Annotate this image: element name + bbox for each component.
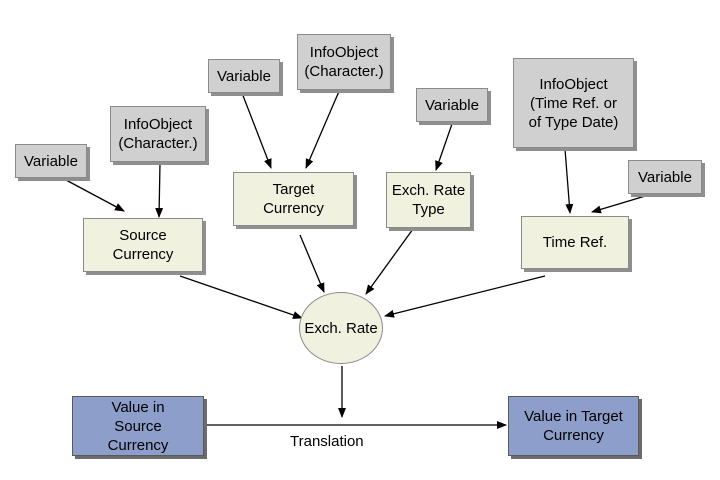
arrow-infoobject-to-source xyxy=(155,162,164,218)
infoobject-time-box: InfoObject (Time Ref. or of Type Date) xyxy=(513,58,634,148)
arrow-variable-to-target xyxy=(241,92,272,169)
arrow-infoobject-to-timeref xyxy=(564,148,574,214)
arrow-target-to-rate xyxy=(299,234,325,293)
variable-source-box: Variable xyxy=(15,144,87,178)
arrow-ratetype-to-rate xyxy=(365,228,414,295)
translation-label: Translation xyxy=(290,433,364,450)
value-source-box: Value in Source Currency xyxy=(72,396,204,456)
variable-time-box: Variable xyxy=(628,160,702,194)
source-currency-box: Source Currency xyxy=(83,218,203,272)
arrow-variable-to-timeref xyxy=(591,193,653,214)
target-currency-box: Target Currency xyxy=(233,172,354,226)
value-target-box: Value in Target Currency xyxy=(508,396,639,456)
time-ref-box: Time Ref. xyxy=(521,216,629,269)
arrow-source-to-rate xyxy=(179,275,303,319)
arrow-timeref-to-rate xyxy=(384,275,546,318)
infoobject-target-box: InfoObject (Character.) xyxy=(297,34,391,90)
exch-rate-node: Exch. Rate xyxy=(299,292,383,364)
variable-ratetype-box: Variable xyxy=(416,88,488,122)
infoobject-source-box: InfoObject (Character.) xyxy=(110,106,206,162)
arrow-infoobject-to-target xyxy=(305,88,341,169)
exch-rate-type-box: Exch. Rate Type xyxy=(386,172,471,228)
arrow-variable-to-source xyxy=(65,179,125,212)
variable-target-box: Variable xyxy=(208,59,280,93)
arrow-variable-to-ratetype xyxy=(435,123,453,171)
